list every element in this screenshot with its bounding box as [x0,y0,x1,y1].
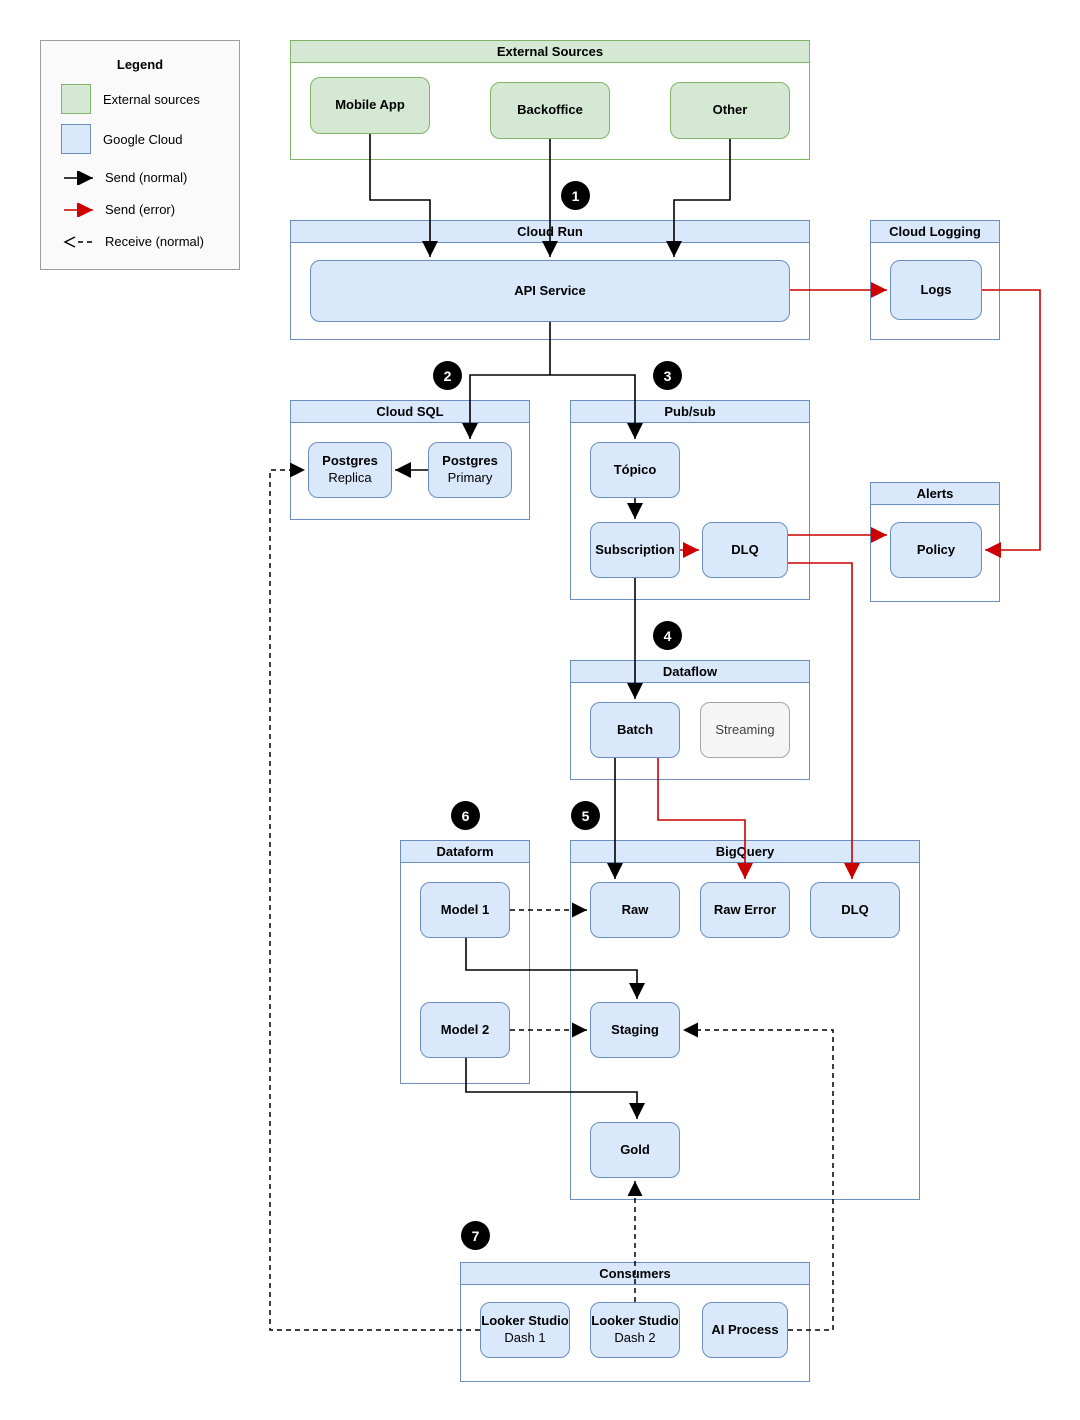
node-label: Other [712,102,748,118]
legend-item-google-cloud: Google Cloud [61,124,239,154]
node-bigquery-dlq: DLQ [810,882,900,938]
node-mobile-app: Mobile App [310,77,430,134]
container-cloud-run-title: Cloud Run [291,221,809,243]
node-other: Other [670,82,790,139]
node-topico: Tópico [590,442,680,498]
send-error-arrow-icon [64,202,93,217]
node-sublabel: Dash 1 [504,1330,546,1345]
legend-item-external-sources: External sources [61,84,239,114]
node-label: Tópico [613,461,657,477]
node-label: Model 2 [440,1021,490,1037]
step-badge-4: 4 [653,621,682,650]
container-alerts-title: Alerts [871,483,999,505]
container-cloud-sql-title: Cloud SQL [291,401,529,423]
node-label: Raw [621,901,649,917]
node-raw: Raw [590,882,680,938]
node-pubsub-dlq: DLQ [702,522,788,578]
node-postgres-replica: Postgres Replica [308,442,392,498]
legend-label: Google Cloud [103,131,183,147]
node-label: AI Process [711,1321,779,1337]
node-staging: Staging [590,1002,680,1058]
node-sublabel: Replica [328,470,372,485]
node-streaming: Streaming [700,702,790,758]
container-pubsub-title: Pub/sub [571,401,809,423]
node-label: Streaming [715,721,775,737]
legend-item-receive-normal: Receive (normal) [61,234,239,249]
step-badge-1: 1 [561,181,590,210]
container-consumers-title: Consumers [461,1263,809,1285]
node-raw-error: Raw Error [700,882,790,938]
node-label: Policy [916,541,956,557]
legend: Legend External sources Google Cloud Sen… [40,40,240,270]
node-label: Raw Error [713,901,777,917]
node-model-1: Model 1 [420,882,510,938]
node-label: Logs [920,281,952,297]
node-subscription: Subscription [590,522,680,578]
node-label: Gold [620,1141,650,1157]
legend-label: Send (error) [105,202,176,217]
step-badge-7: 7 [461,1221,490,1250]
node-api-service: API Service [310,260,790,322]
step-badge-5: 5 [571,801,600,830]
container-dataform-title: Dataform [401,841,529,863]
legend-title: Legend [116,57,164,72]
node-label: Postgres [442,453,498,469]
node-label: Subscription [595,541,675,557]
container-dataflow-title: Dataflow [571,661,809,683]
node-backoffice: Backoffice [490,82,610,139]
legend-item-send-normal: Send (normal) [61,170,239,185]
node-ai-process: AI Process [702,1302,788,1358]
node-looker-dash-1: Looker Studio Dash 1 [480,1302,570,1358]
step-badge-2: 2 [433,361,462,390]
legend-label: Send (normal) [105,170,188,185]
google-cloud-swatch [61,124,91,154]
node-logs: Logs [890,260,982,320]
step-badge-6: 6 [451,801,480,830]
container-bigquery-title: BigQuery [571,841,919,863]
external-sources-swatch [61,84,91,114]
node-label: Looker Studio [481,1313,569,1329]
node-label: Model 1 [440,901,490,917]
node-policy: Policy [890,522,982,578]
node-label: Batch [616,721,654,737]
container-external-sources-title: External Sources [291,41,809,63]
node-gold: Gold [590,1122,680,1178]
node-postgres-primary: Postgres Primary [428,442,512,498]
step-badge-3: 3 [653,361,682,390]
node-model-2: Model 2 [420,1002,510,1058]
node-label: Looker Studio [591,1313,679,1329]
send-normal-arrow-icon [64,170,93,185]
node-sublabel: Dash 2 [614,1330,656,1345]
node-label: Backoffice [517,102,583,118]
node-batch: Batch [590,702,680,758]
node-label: Postgres [322,453,378,469]
node-sublabel: Primary [447,470,493,485]
legend-label: External sources [103,91,200,107]
node-label: DLQ [841,901,869,917]
container-cloud-logging-title: Cloud Logging [871,221,999,243]
node-label: Mobile App [335,97,405,113]
receive-normal-arrow-icon [63,235,94,248]
node-label: Staging [611,1021,659,1037]
node-label: API Service [514,282,586,298]
legend-item-send-error: Send (error) [61,202,239,217]
node-looker-dash-2: Looker Studio Dash 2 [590,1302,680,1358]
legend-label: Receive (normal) [105,234,204,249]
node-label: DLQ [731,541,759,557]
